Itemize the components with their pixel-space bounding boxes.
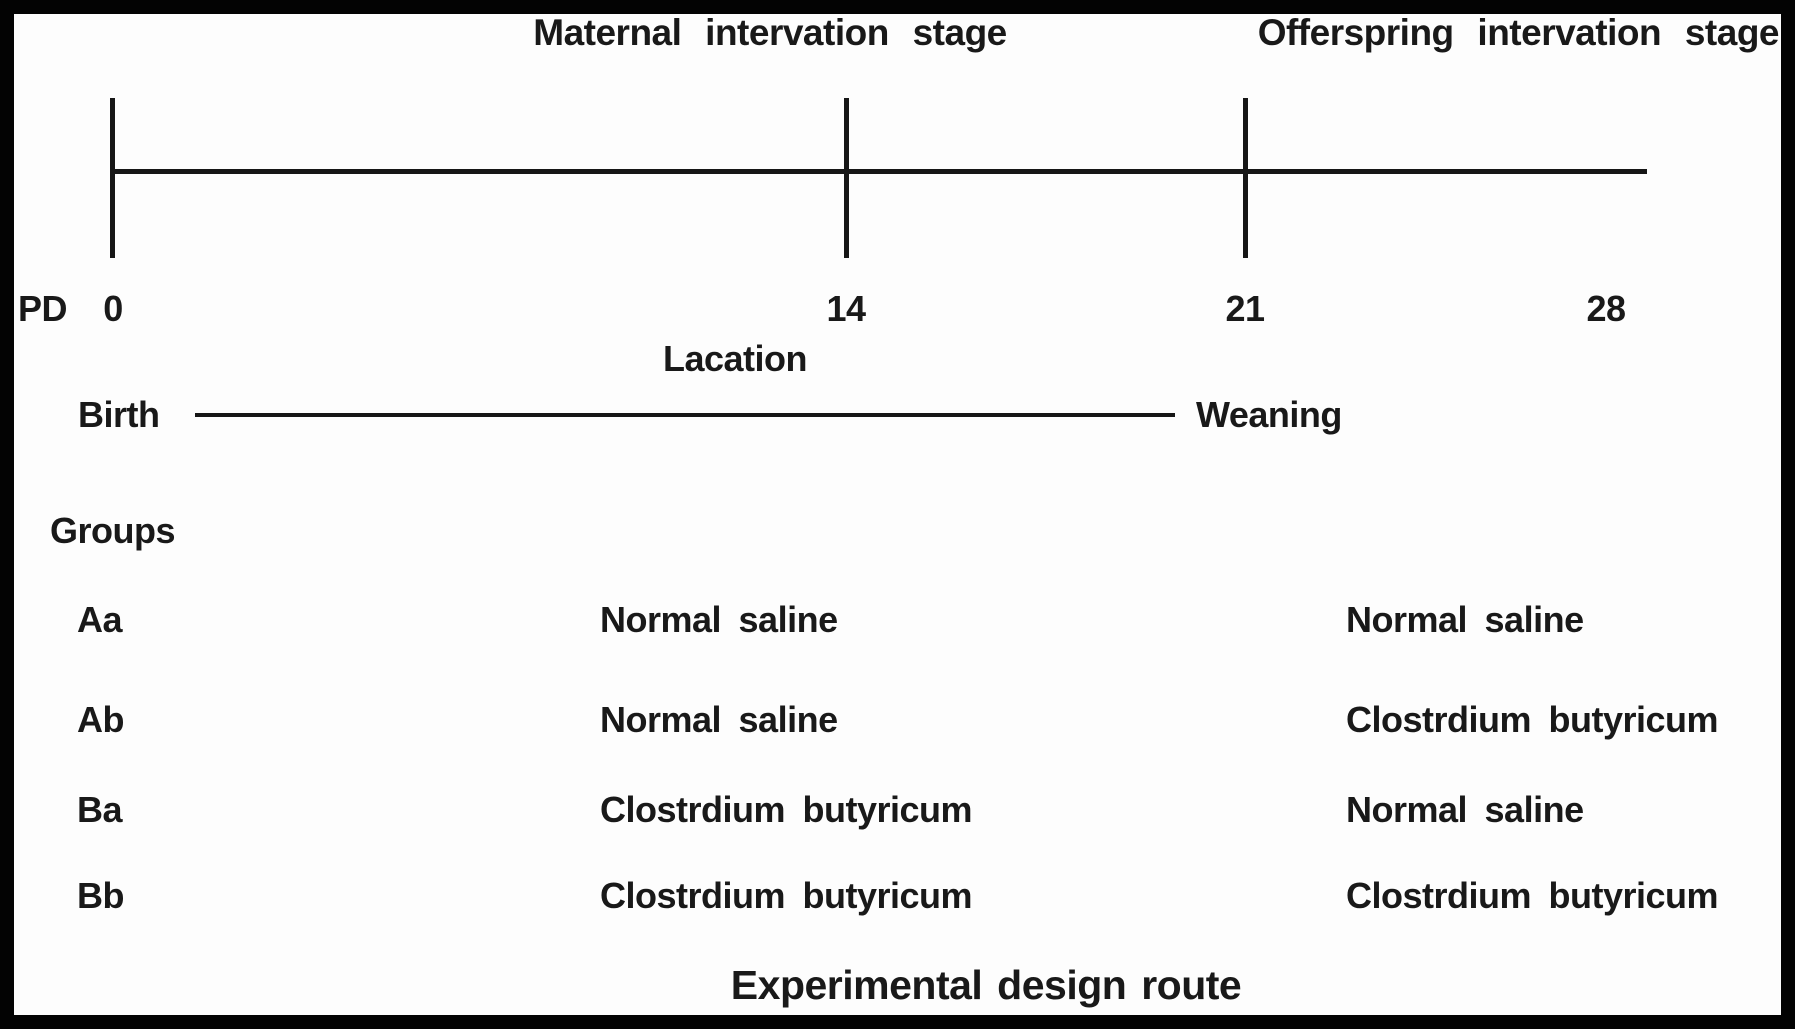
maternal-treatment: Normal saline [600, 699, 838, 740]
tick-label-21: 21 [1225, 288, 1265, 329]
weaning-label: Weaning [1196, 394, 1342, 435]
maternal-stage-title: Maternal intervation stage [533, 12, 1007, 53]
maternal-treatment: Clostrdium butyricum [600, 875, 973, 916]
group-id: Ba [77, 789, 123, 830]
timeline-tick-pd21 [1243, 98, 1248, 258]
lactation-span-line [195, 413, 1175, 417]
group-id: Bb [77, 875, 125, 916]
timeline-tick-pd0 [110, 98, 115, 258]
tick-label-28: 28 [1586, 288, 1626, 329]
tick-label-0: 0 [103, 288, 123, 329]
offspring-treatment: Normal saline [1346, 599, 1584, 640]
offspring-treatment: Clostrdium butyricum [1346, 875, 1719, 916]
offspring-treatment: Normal saline [1346, 789, 1584, 830]
maternal-treatment: Clostrdium butyricum [600, 789, 973, 830]
timeline-axis-line [110, 169, 1647, 174]
offspring-stage-title: Offerspring intervation stage [1257, 12, 1780, 53]
figure-caption: Experimental design route [730, 962, 1242, 1008]
timeline-tick-pd14 [844, 98, 849, 258]
group-id: Ab [77, 699, 125, 740]
axis-prefix-label: PD [18, 288, 68, 329]
lactation-label: Lacation [662, 338, 808, 379]
maternal-treatment: Normal saline [600, 599, 838, 640]
birth-label: Birth [78, 394, 160, 435]
group-id: Aa [77, 599, 123, 640]
tick-label-14: 14 [826, 288, 866, 329]
offspring-treatment: Clostrdium butyricum [1346, 699, 1719, 740]
groups-header: Groups [50, 510, 176, 551]
